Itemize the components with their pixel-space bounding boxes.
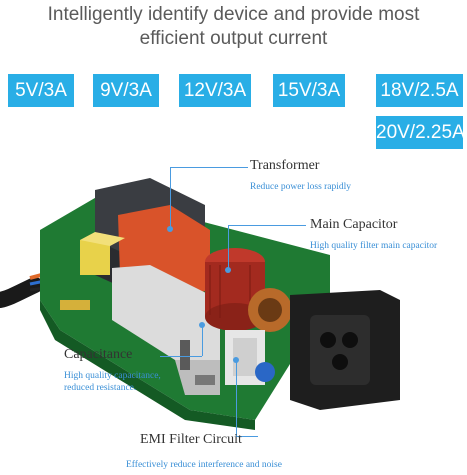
capacitance-pointer-dot: [199, 322, 205, 328]
circuit-board-image: [0, 178, 400, 430]
capacitance-description-line-1: High quality capacitance,: [64, 371, 161, 381]
capacitance-label: Capacitance: [64, 347, 133, 362]
main-capacitor-pointer-dot: [225, 267, 231, 273]
transformer-description: Reduce power loss rapidly: [250, 182, 352, 192]
badge-15v-3a: 15V/3A: [273, 74, 345, 107]
capacitance-pointer-vertical: [202, 325, 203, 356]
main-capacitor-pointer-horizontal: [228, 225, 306, 226]
headline-line-1: Intelligently identify device and provid…: [47, 4, 420, 25]
emi-pointer-dot: [233, 357, 239, 363]
main-capacitor-description: High quality filter main capacitor: [310, 241, 438, 251]
capacitance-description-line-2: reduced resistance.: [64, 383, 137, 393]
badge-18v-2-5a: 18V/2.5A: [376, 74, 463, 107]
badge-5v-3a: 5V/3A: [8, 74, 74, 107]
emi-filter-description: Effectively reduce interference and nois…: [126, 460, 282, 470]
emi-pointer-vertical: [236, 360, 237, 436]
capacitance-pointer-horizontal: [160, 356, 202, 357]
transformer-pointer-dot: [167, 226, 173, 232]
badge-12v-3a: 12V/3A: [179, 74, 251, 107]
emi-filter-label: EMI Filter Circuit: [140, 432, 242, 447]
transformer-pointer-vertical: [170, 167, 171, 229]
emi-pointer-horizontal: [236, 436, 258, 437]
badge-20v-2-25a: 20V/2.25A: [376, 116, 465, 149]
transformer-label: Transformer: [250, 158, 320, 173]
main-capacitor-pointer-vertical: [228, 225, 229, 270]
transformer-pointer-horizontal: [170, 167, 248, 168]
headline-line-2: efficient output current: [139, 28, 328, 49]
main-capacitor-label: Main Capacitor: [310, 217, 398, 232]
badge-9v-3a: 9V/3A: [93, 74, 159, 107]
